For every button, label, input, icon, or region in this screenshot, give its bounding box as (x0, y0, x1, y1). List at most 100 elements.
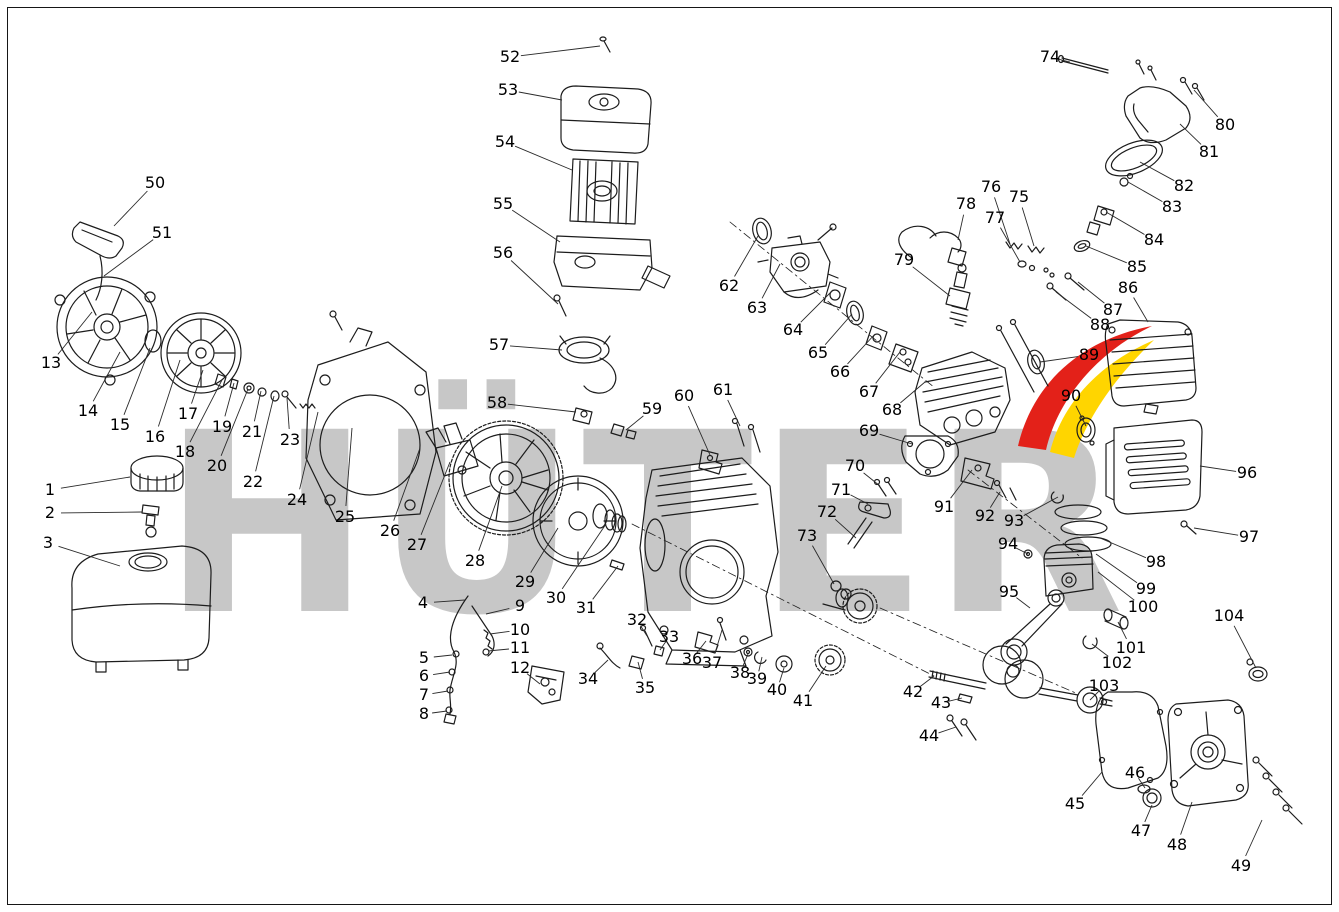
rocker-parts (830, 476, 897, 600)
piston-pin-clips (1023, 549, 1129, 650)
part-label-65: 65 (807, 343, 829, 362)
leader-line-5 (433, 654, 453, 658)
leader-line-36 (696, 640, 707, 653)
recoil-starter (54, 276, 158, 386)
part-label-76: 76 (980, 177, 1002, 196)
carburetor (757, 223, 839, 299)
part-label-13: 13 (40, 353, 62, 372)
intake-manifold (558, 335, 617, 394)
part-label-71: 71 (830, 480, 852, 499)
part-label-41: 41 (792, 691, 814, 710)
leader-line-2 (60, 511, 143, 514)
part-label-66: 66 (829, 362, 851, 381)
leader-line-30 (561, 523, 607, 590)
leader-line-51 (103, 239, 154, 277)
part-label-83: 83 (1161, 197, 1183, 216)
part-label-6: 6 (418, 666, 430, 685)
leader-line-80 (1193, 89, 1219, 118)
air-filter-cover-screw (599, 36, 611, 53)
part-label-34: 34 (577, 669, 599, 688)
fuel-valve (141, 504, 160, 538)
part-label-64: 64 (782, 320, 804, 339)
small-brackets (596, 642, 645, 670)
leader-line-86 (1133, 297, 1149, 323)
muffler-cover (1105, 419, 1203, 515)
part-label-97: 97 (1238, 527, 1260, 546)
leader-line-96 (1199, 465, 1237, 472)
leader-line-90 (1075, 405, 1087, 427)
part-label-102: 102 (1101, 653, 1133, 672)
part-label-47: 47 (1130, 821, 1152, 840)
valve-cover-gasket (1105, 139, 1163, 177)
muffler-bracket (960, 457, 1017, 501)
part-label-14: 14 (77, 401, 99, 420)
leader-line-65 (824, 313, 853, 345)
part-label-2: 2 (44, 503, 56, 522)
part-label-49: 49 (1230, 856, 1252, 875)
muffler-cover-bolt (1180, 520, 1197, 535)
leader-line-47 (1144, 804, 1153, 823)
part-label-20: 20 (206, 456, 228, 475)
leader-line-17 (191, 369, 204, 404)
part-label-39: 39 (746, 669, 768, 688)
part-label-43: 43 (930, 693, 952, 712)
fuel-cap (130, 455, 184, 492)
starter-handle (71, 221, 124, 301)
leader-line-53 (518, 91, 563, 101)
timing-gear (814, 644, 846, 676)
leader-line-8 (432, 710, 448, 714)
part-label-100: 100 (1127, 597, 1159, 616)
leader-line-69 (879, 433, 913, 445)
cover-gasket (1095, 691, 1168, 790)
part-label-80: 80 (1214, 115, 1236, 134)
part-label-88: 88 (1089, 315, 1111, 334)
connecting-rod (1000, 589, 1065, 666)
leader-line-50 (113, 190, 148, 227)
leader-line-56 (510, 260, 559, 305)
part-label-61: 61 (712, 380, 734, 399)
leader-line-59 (625, 415, 644, 431)
part-label-57: 57 (488, 335, 510, 354)
air-filter-base (553, 235, 671, 291)
leader-line-24 (299, 411, 319, 490)
starter-rope-ring (144, 329, 162, 353)
piston-rings (1050, 491, 1112, 552)
leader-line-73 (812, 545, 835, 585)
cover-bearing-clip (1137, 784, 1162, 808)
leader-line-25 (345, 427, 353, 507)
leader-line-44 (938, 726, 957, 734)
leader-line-57 (509, 345, 563, 351)
leader-line-72 (834, 518, 857, 539)
brand-swoosh-yellow (1050, 340, 1154, 458)
leader-line-11 (487, 648, 510, 652)
part-label-38: 38 (729, 663, 751, 682)
leader-line-32 (640, 625, 648, 637)
part-label-24: 24 (286, 490, 308, 509)
part-label-9: 9 (514, 596, 526, 615)
spark-plug (945, 263, 971, 327)
part-label-85: 85 (1126, 257, 1148, 276)
leader-line-55 (511, 209, 561, 243)
leader-line-48 (1180, 801, 1193, 835)
leader-line-76 (994, 197, 1011, 245)
throttle-rod-spring (471, 605, 495, 657)
leader-line-95 (1016, 597, 1031, 609)
part-label-74: 74 (1039, 47, 1061, 66)
crankcase-bolts (946, 714, 977, 741)
leader-line-61 (727, 399, 741, 427)
leader-line-43 (948, 697, 963, 702)
flywheel-washers-nut (604, 509, 627, 571)
carb-studs (731, 417, 761, 453)
leader-line-28 (478, 485, 503, 551)
cylinder-head (914, 351, 1011, 446)
part-label-23: 23 (279, 430, 301, 449)
leader-line-21 (253, 390, 262, 422)
leader-line-13 (57, 311, 93, 355)
leader-line-35 (637, 661, 643, 680)
part-label-51: 51 (151, 223, 173, 242)
part-label-93: 93 (1003, 511, 1025, 530)
leader-line-20 (220, 388, 249, 456)
part-label-15: 15 (109, 415, 131, 434)
part-label-21: 21 (241, 422, 263, 441)
